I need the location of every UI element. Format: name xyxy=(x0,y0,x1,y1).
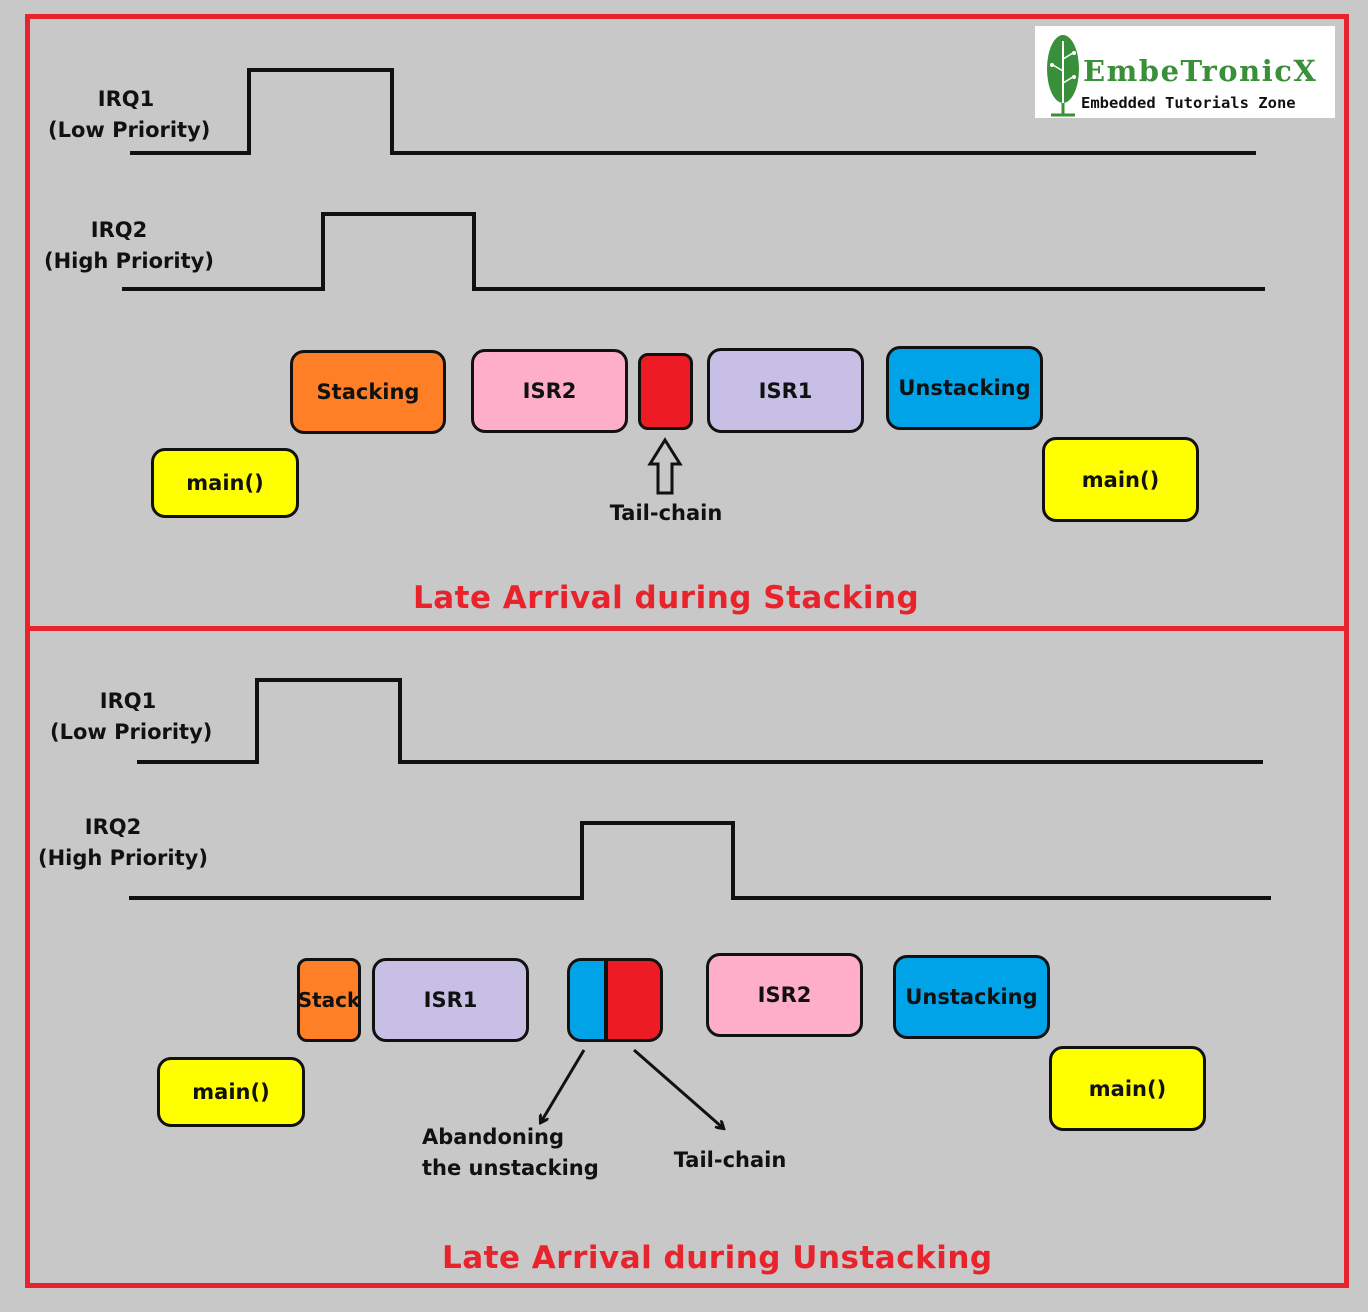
logo-name: EmbeTronicX xyxy=(1083,54,1318,88)
bottom-main-start-box: main() xyxy=(157,1057,305,1127)
bottom-irq1-waveform xyxy=(137,678,1263,764)
logo: EmbeTronicX Embedded Tutorials Zone xyxy=(1035,26,1335,118)
bottom-title: Late Arrival during Unstacking xyxy=(442,1240,993,1276)
bottom-abandoned-unstack-segment xyxy=(570,961,608,1039)
bottom-isr2-box: ISR2 xyxy=(706,953,863,1037)
top-stacking-box: Stacking xyxy=(290,350,446,434)
top-irq1-name: IRQ1 xyxy=(97,87,155,111)
bottom-abandoning-line1: Abandoning xyxy=(422,1125,564,1149)
top-title: Late Arrival during Stacking xyxy=(413,580,920,616)
bottom-irq1-label: IRQ1 (Low Priority) xyxy=(50,686,213,748)
top-irq2-label: IRQ2 (High Priority) xyxy=(44,215,214,277)
top-tail-chain-label: Tail-chain xyxy=(609,501,723,525)
bottom-panel xyxy=(25,626,1349,1288)
top-isr2-box: ISR2 xyxy=(471,349,628,433)
bottom-unstack-tailchain-box xyxy=(567,958,663,1042)
bottom-irq2-waveform xyxy=(129,821,1271,900)
bottom-abandoning-label: Abandoning the unstacking xyxy=(422,1122,599,1184)
top-irq1-priority: (Low Priority) xyxy=(48,118,211,142)
top-main-start-box: main() xyxy=(151,448,299,518)
bottom-isr1-box: ISR1 xyxy=(372,958,529,1042)
bottom-irq2-label: IRQ2 (High Priority) xyxy=(38,812,208,874)
top-isr1-box: ISR1 xyxy=(707,348,864,433)
bottom-irq2-name: IRQ2 xyxy=(84,815,142,839)
bottom-unstacking-box: Unstacking xyxy=(893,955,1050,1039)
top-irq2-name: IRQ2 xyxy=(90,218,148,242)
bottom-abandoning-line2: the unstacking xyxy=(422,1156,599,1180)
top-irq1-label: IRQ1 (Low Priority) xyxy=(48,84,211,146)
bottom-irq2-priority: (High Priority) xyxy=(38,846,208,870)
abandoning-arrow xyxy=(541,1049,586,1122)
bottom-stack-box: Stack xyxy=(297,958,361,1042)
top-irq2-waveform xyxy=(122,212,1265,291)
top-main-end-box: main() xyxy=(1042,437,1199,522)
leaf-circuit-icon xyxy=(1047,35,1079,117)
bottom-irq1-name: IRQ1 xyxy=(99,689,157,713)
top-tail-chain-box xyxy=(638,353,693,430)
top-irq1-waveform xyxy=(130,68,1256,155)
bottom-main-end-box: main() xyxy=(1049,1046,1206,1131)
logo-tagline: Embedded Tutorials Zone xyxy=(1081,94,1296,112)
up-arrow-icon xyxy=(647,437,683,495)
bottom-tail-chain-label: Tail-chain xyxy=(673,1148,787,1172)
tail-chain-arrow xyxy=(633,1048,723,1128)
bottom-irq1-priority: (Low Priority) xyxy=(50,720,213,744)
top-unstacking-box: Unstacking xyxy=(886,346,1043,430)
top-irq2-priority: (High Priority) xyxy=(44,249,214,273)
